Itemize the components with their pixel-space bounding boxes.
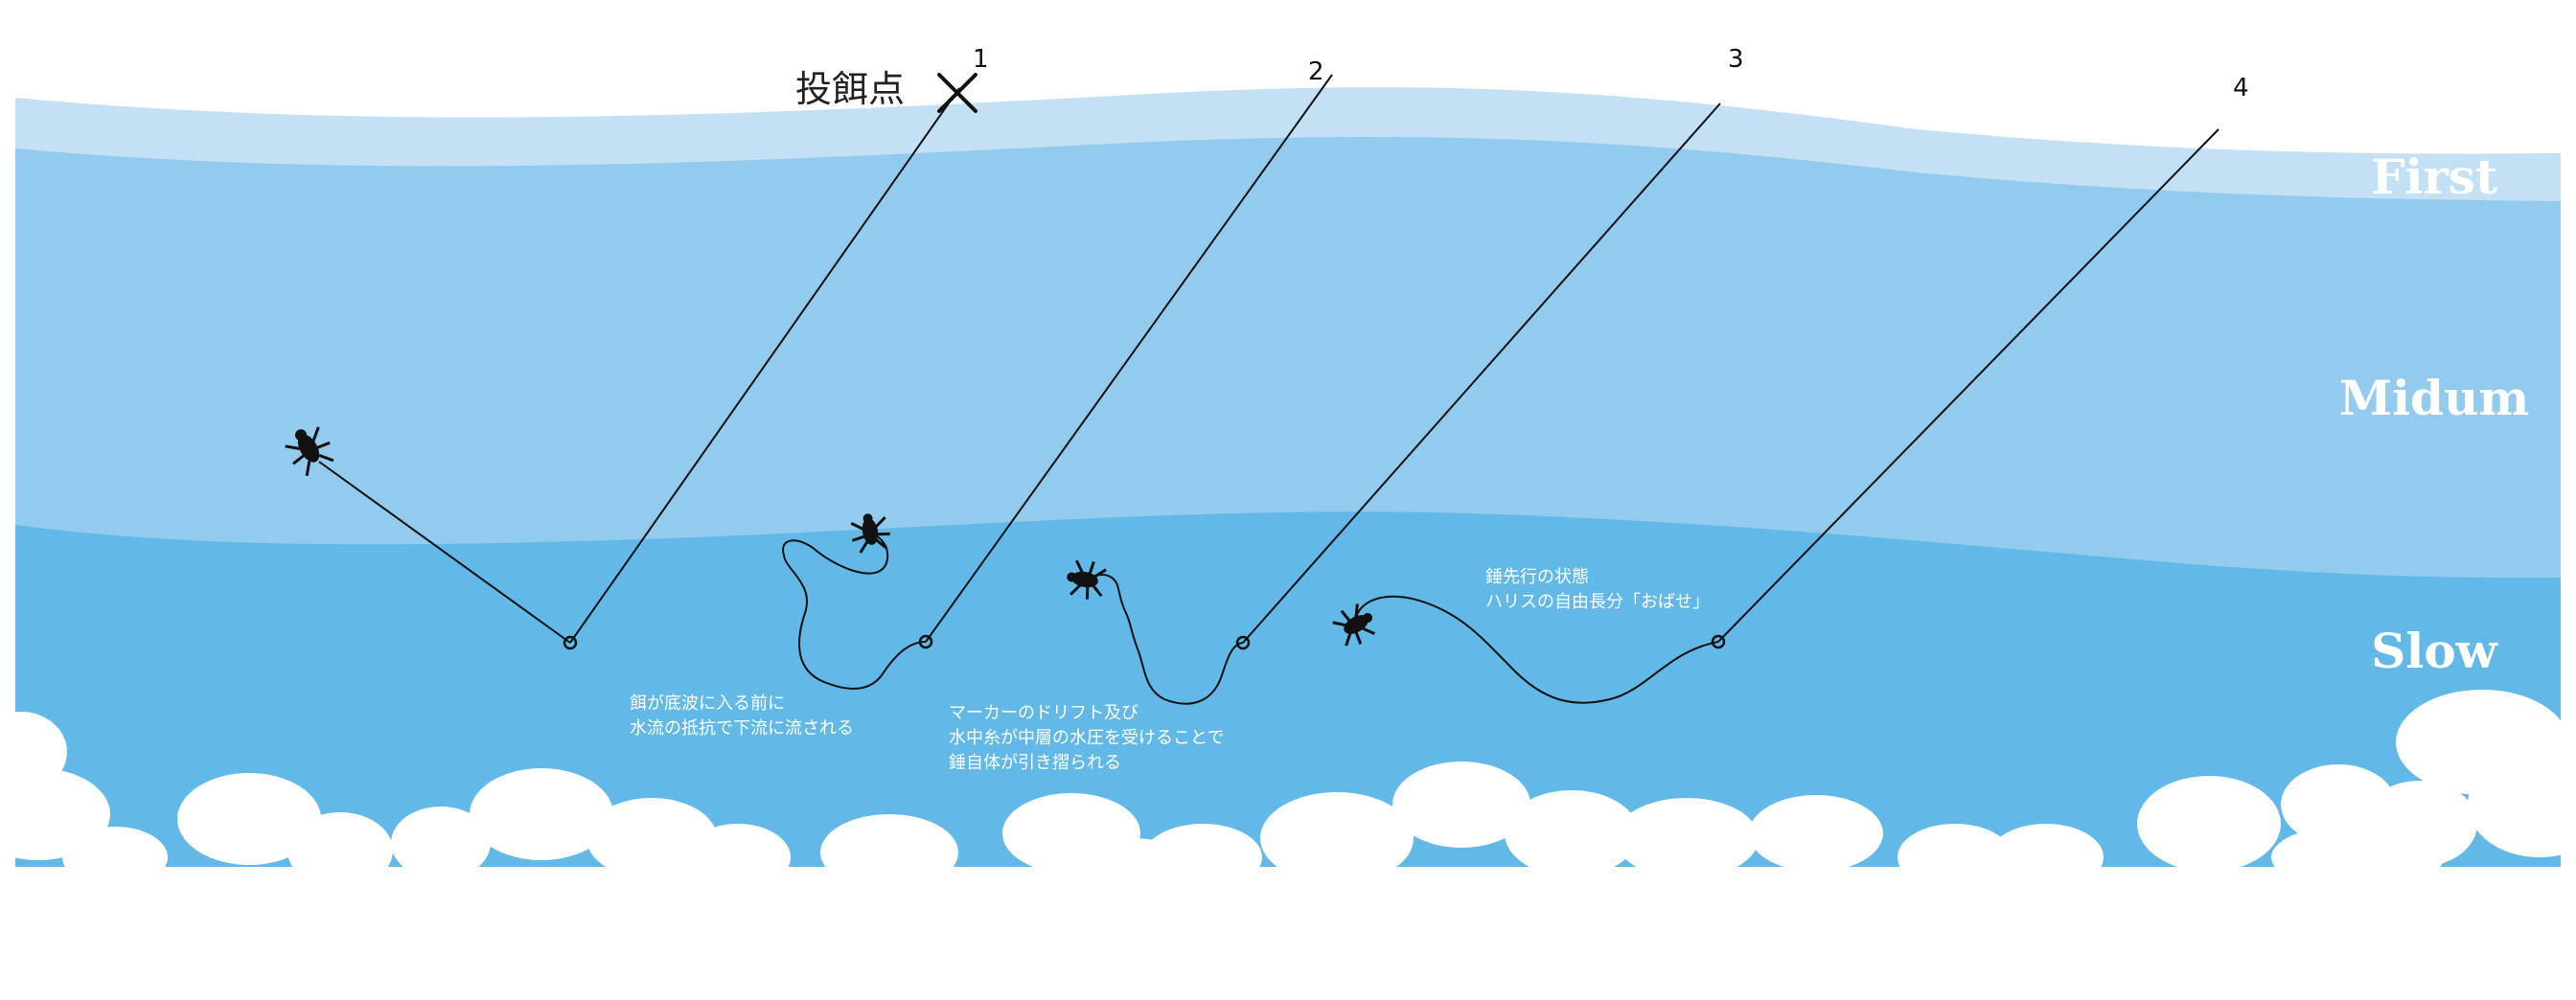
step-1-leader-line <box>318 461 571 644</box>
step-1-main-line <box>569 87 960 644</box>
step-3-leader-line <box>1084 574 1244 705</box>
insect-bait-icon <box>1067 559 1107 600</box>
sinker-ring-icon <box>1711 634 1726 649</box>
step-4-note-line-1: 錘先行の状態 <box>1485 567 1589 587</box>
step-2-rig <box>782 74 1333 690</box>
step-number-2: 2 <box>1308 57 1324 86</box>
step-1-rig <box>318 87 960 650</box>
insect-bait-icon <box>285 426 334 477</box>
layer-label-first: First <box>2371 148 2497 205</box>
step-4-note: 錘先行の状態 ハリスの自由長分「おばせ」 <box>1485 567 1710 612</box>
step-4-leader-line <box>1355 595 1719 704</box>
step-2-note-line-3: 錘自体が引き摺られる <box>949 753 1121 773</box>
step-1-note: 餌が底波に入る前に 水流の抵抗で下流に流される <box>630 693 854 739</box>
insect-bait-icon <box>850 513 890 554</box>
step-number-3: 3 <box>1728 45 1744 74</box>
step-2-note-line-2: 水中糸が中層の水圧を受けることで <box>949 728 1224 748</box>
insect-bait-icon <box>1332 603 1376 647</box>
step-1-note-line-1: 餌が底波に入る前に <box>630 693 785 714</box>
step-number-4: 4 <box>2233 74 2249 102</box>
water-layers <box>15 87 2561 867</box>
cross-icon <box>937 73 978 113</box>
step-2-main-line <box>925 74 1333 643</box>
step-2-note-line-1: マーカーのドリフト及び <box>949 703 1138 723</box>
rock-bed <box>0 690 2576 1000</box>
step-3-main-line <box>1242 102 1721 644</box>
step-4-note-line-2: ハリスの自由長分「おばせ」 <box>1485 592 1710 612</box>
step-number-1: 1 <box>973 45 989 74</box>
layer-label-slow: Slow <box>2371 623 2498 679</box>
middle-layer-band <box>15 136 2561 594</box>
sinker-ring-icon <box>563 635 578 650</box>
step-2-note: マーカーのドリフト及び 水中糸が中層の水圧を受けることで 錘自体が引き摺られる <box>949 703 1224 773</box>
step-4-main-line <box>1717 128 2220 643</box>
step-2-leader-line <box>782 532 927 690</box>
step-1-note-line-2: 水流の抵抗で下流に流される <box>630 718 854 739</box>
step-4-rig <box>1355 128 2220 704</box>
step-3-rig <box>1084 102 1721 705</box>
sinker-ring-icon <box>918 634 933 649</box>
bottom-layer-band <box>15 511 2561 867</box>
layer-label-midum: Midum <box>2339 370 2530 426</box>
sinker-ring-icon <box>1235 635 1251 650</box>
cast-point-label: 投餌点 <box>795 68 905 110</box>
